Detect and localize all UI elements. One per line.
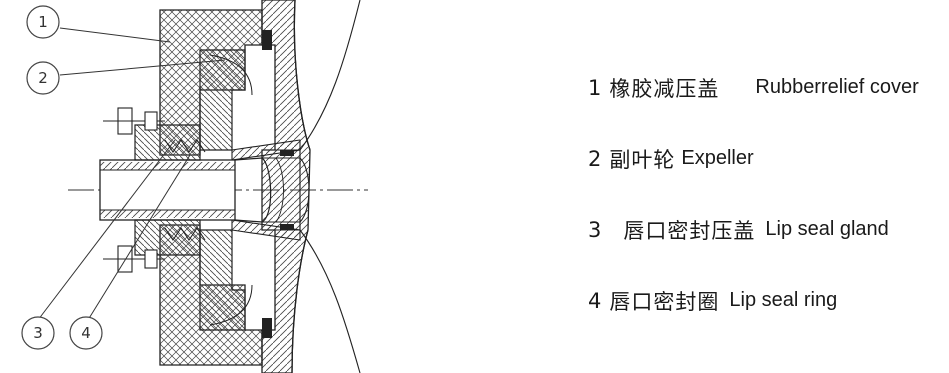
gland-bolt-lower: [103, 245, 165, 273]
legend-item-4: 4 唇口密封圈 Lip seal ring: [588, 265, 948, 336]
legend-en: Lip seal ring: [729, 289, 838, 311]
legend-num: 2: [588, 146, 602, 171]
legend-cn: 唇口密封圈: [609, 289, 720, 314]
expeller: [199, 49, 253, 331]
callout-1: 1: [26, 5, 60, 39]
gland-bolt-upper: [103, 107, 165, 135]
lip-seal-gland: [134, 124, 201, 256]
legend-item-2: 2 副叶轮 Expeller: [588, 123, 948, 194]
legend-num: 1: [588, 75, 602, 100]
impeller-hub: [231, 139, 301, 241]
legend-num: 3: [588, 217, 602, 242]
legend-item-3: 3 唇口密封压盖 Lip seal gland: [588, 194, 948, 265]
legend-en: Lip seal gland: [765, 218, 889, 240]
svg-text:2: 2: [38, 69, 48, 87]
svg-text:1: 1: [38, 13, 48, 31]
legend-item-1: 1 橡胶减压盖 Rubberrelief cover: [588, 52, 948, 123]
svg-text:4: 4: [81, 324, 91, 342]
callout-4: 4: [69, 316, 103, 350]
legend-cn: 橡胶减压盖: [609, 76, 720, 101]
legend-cn: 副叶轮: [609, 147, 676, 172]
pump-casing: [261, 0, 361, 373]
legend-cn: 唇口密封压盖: [623, 218, 756, 243]
callout-3: 3: [21, 316, 55, 350]
svg-text:3: 3: [33, 324, 43, 342]
legend-en: Rubberrelief cover: [755, 76, 919, 98]
callout-2: 2: [26, 61, 60, 95]
lip-seal-ring: [164, 139, 206, 241]
legend-num: 4: [588, 288, 602, 313]
seal-assembly-drawing: 1 2 3 4: [21, 0, 368, 373]
leader-lines: [37, 27, 226, 321]
legend-en: Expeller: [681, 147, 754, 169]
parts-legend: 1 橡胶减压盖 Rubberrelief cover 2 副叶轮 Expelle…: [588, 52, 948, 336]
